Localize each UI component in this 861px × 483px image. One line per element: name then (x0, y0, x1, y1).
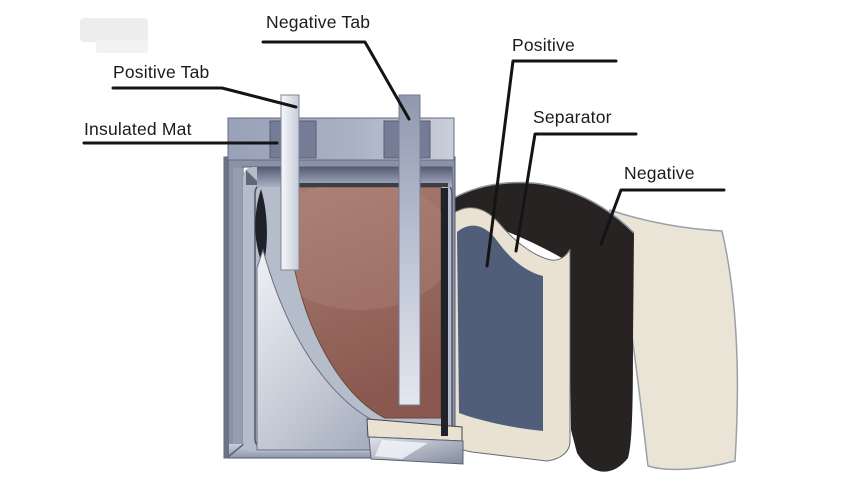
case-left-edge-shade (224, 157, 229, 458)
case-bottom-bevel (227, 442, 246, 458)
leader-separator (514, 132, 638, 253)
positive-tab (280, 94, 300, 271)
leader-positive (485, 59, 618, 268)
negative-layer (452, 182, 634, 472)
watermark-smudge (80, 18, 148, 53)
bottom-metal-sheen (375, 440, 428, 459)
label-negative-tab: Negative Tab (266, 12, 371, 32)
label-insulated-mat: Insulated Mat (84, 119, 192, 139)
pouch-outer-sheet (608, 208, 739, 471)
label-separator: Separator (533, 107, 612, 127)
leader-negative (599, 188, 726, 246)
label-negative: Negative (624, 163, 695, 183)
leader-positive-tab (111, 86, 298, 109)
negative-tab (398, 94, 421, 406)
negative-layer-top-outline (451, 181, 635, 234)
corner-shadow-crescent (255, 189, 267, 266)
leader-negative-tab (261, 40, 411, 121)
roll-top-shadow (281, 183, 448, 187)
roll-edge-line (441, 188, 448, 436)
label-positive: Positive (512, 35, 575, 55)
case-left-highlight (233, 168, 243, 444)
label-positive-tab: Positive Tab (113, 62, 210, 82)
positive-layer (457, 225, 543, 431)
